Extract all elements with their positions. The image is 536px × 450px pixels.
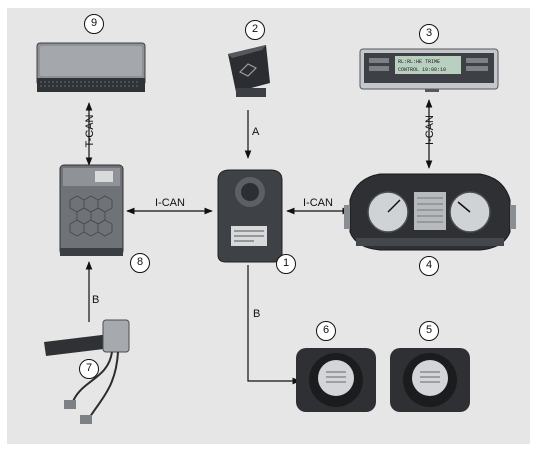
switch-icon [228, 45, 270, 97]
component-number-5: 5 [419, 321, 439, 341]
tachograph-icon: RL:RL:HE TRIME CONTROL 10:00:10 [359, 48, 499, 92]
component-number-4: 4 [419, 256, 439, 276]
speaker-icon [296, 348, 376, 412]
control-unit-icon [217, 169, 283, 263]
label-8-1: I-CAN [155, 197, 185, 209]
tacho-line1: RL:RL:HE TRIME [398, 59, 440, 65]
label-1-6: B [253, 308, 261, 320]
tacho-line2: CONTROL 10:00:10 [398, 67, 446, 73]
speaker-icon [390, 348, 470, 412]
component-number-2: 2 [245, 20, 265, 40]
label-9-8: T-CAN [84, 114, 96, 148]
label-1-4: I-CAN [303, 197, 333, 209]
label-3-4: I-CAN [424, 115, 436, 145]
label-2-1: A [252, 126, 260, 138]
component-number-3: 3 [419, 24, 439, 44]
component-number-6: 6 [316, 321, 336, 341]
instrument-cluster-icon [344, 173, 516, 251]
component-number-9: 9 [84, 14, 104, 34]
control-module-icon [59, 164, 124, 256]
link-1-6 [247, 265, 301, 385]
component-number-7: 7 [79, 359, 99, 379]
component-number-1: 1 [276, 254, 296, 274]
stalk-switch-icon [44, 319, 130, 424]
control-box-icon [36, 42, 146, 92]
label-7-8: B [92, 294, 100, 306]
component-number-8: 8 [130, 253, 150, 273]
